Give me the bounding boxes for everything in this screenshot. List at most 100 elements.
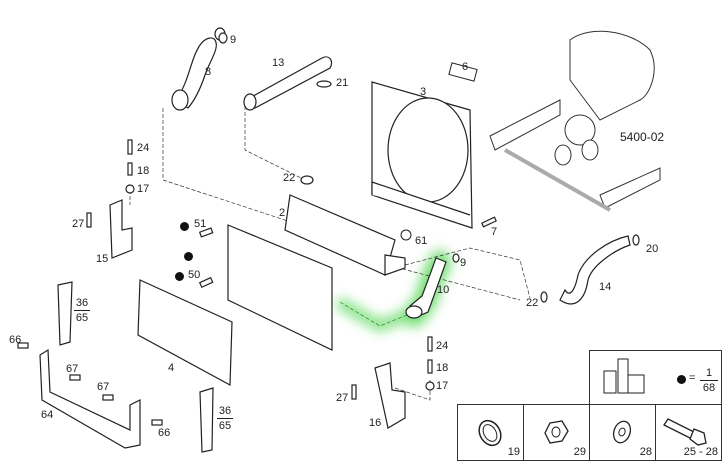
diagram-code: 5400-02: [620, 130, 665, 144]
hose-10[interactable]: [405, 257, 447, 319]
callout-16: 16: [369, 417, 382, 429]
legend-cell-bolt: 25 - 28: [655, 404, 722, 461]
legend-dot-cell: = 1 68: [589, 350, 722, 405]
fraction-num: 36: [218, 405, 232, 417]
callout-6: 6: [462, 61, 469, 73]
clamp-22-top[interactable]: [300, 175, 314, 185]
bolt-24-top[interactable]: [127, 139, 133, 155]
spacer-18-bottom[interactable]: [427, 359, 433, 374]
fraction-den: 65: [75, 312, 89, 324]
side-panel-36-65-right[interactable]: [199, 387, 214, 453]
callout-36-65-right: 36 65: [217, 405, 233, 432]
callout-66-right: 66: [158, 427, 171, 439]
clamp-22-right[interactable]: [540, 291, 548, 303]
bolt-7[interactable]: [481, 216, 497, 228]
dot-marker: [184, 252, 193, 261]
callout-17: 17: [137, 183, 150, 195]
callout-2: 2: [279, 207, 286, 219]
legend-label-19: 19: [507, 446, 520, 458]
callout-9-mid: 9: [460, 257, 467, 269]
callout-4: 4: [168, 362, 175, 374]
clip-66-right[interactable]: [151, 419, 163, 426]
part-61[interactable]: [400, 229, 412, 241]
fraction-den: 68: [702, 382, 716, 394]
dot-marker-50: [175, 272, 184, 281]
callout-66-left: 66: [9, 334, 22, 346]
clamp-9-top[interactable]: [218, 32, 228, 44]
callout-51: 51: [194, 218, 207, 230]
bracket-16[interactable]: [374, 362, 406, 429]
engine-outline: [489, 30, 661, 212]
legend-label-28: 28: [639, 446, 652, 458]
clip-67-a[interactable]: [69, 374, 81, 381]
callout-61: 61: [415, 235, 428, 247]
callout-14: 14: [599, 281, 612, 293]
plug-50[interactable]: [198, 276, 214, 289]
dot-marker-51: [180, 222, 189, 231]
clip-67-b[interactable]: [102, 394, 114, 401]
nut-icon: [544, 420, 569, 444]
bolt-27-bottom[interactable]: [351, 384, 357, 400]
fraction-den: 65: [218, 420, 232, 432]
intercooler-2[interactable]: [284, 194, 406, 276]
callout-67-a: 67: [66, 363, 79, 375]
crossmember-64[interactable]: [39, 348, 141, 449]
callout-36-65-left: 36 65: [74, 297, 90, 324]
callout-21: 21: [336, 77, 349, 89]
legend-cell-washer: 28: [589, 404, 656, 461]
washer-icon: [612, 420, 632, 444]
callout-7: 7: [491, 226, 498, 238]
callout-20: 20: [646, 243, 659, 255]
callout-50: 50: [188, 269, 201, 281]
legend-label-29: 29: [573, 446, 586, 458]
fraction-num: 36: [75, 297, 89, 309]
hose-clamp-icon: [478, 419, 502, 447]
hose-14[interactable]: [559, 235, 631, 305]
callout-27: 27: [72, 218, 85, 230]
bolt-27-top[interactable]: [86, 212, 92, 228]
clamp-20[interactable]: [632, 234, 640, 246]
callout-3: 3: [420, 86, 427, 98]
fan-shroud-3[interactable]: [371, 81, 473, 229]
callout-22: 22: [283, 172, 296, 184]
legend-cell-nut: 29: [523, 404, 590, 461]
clamp-9-mid[interactable]: [452, 253, 460, 263]
part-6-label-plate[interactable]: [448, 62, 478, 82]
hose-13[interactable]: [243, 56, 333, 111]
hose-8[interactable]: [171, 27, 226, 111]
callout-18-bottom: 18: [436, 362, 449, 374]
spacer-18-top[interactable]: [127, 162, 133, 176]
callout-64: 64: [41, 409, 54, 421]
legend-label-25-28: 25 - 28: [683, 446, 718, 458]
callout-10: 10: [437, 284, 450, 296]
callout-8: 8: [205, 66, 212, 78]
clip-66-left[interactable]: [17, 342, 29, 349]
callout-24: 24: [137, 142, 150, 154]
legend-cell-clamp: 19: [457, 404, 524, 461]
callout-24-bottom: 24: [436, 340, 449, 352]
callout-9: 9: [230, 34, 237, 46]
bolt-24-bottom[interactable]: [427, 336, 433, 352]
legend-dot: [677, 375, 686, 384]
legend-fraction: 1 68: [700, 367, 718, 394]
condenser-4[interactable]: [137, 279, 233, 386]
callout-17-bottom: 17: [436, 380, 449, 392]
bracket-15[interactable]: [109, 199, 133, 259]
bushing-17-bottom[interactable]: [425, 381, 435, 391]
plug-51[interactable]: [198, 227, 214, 238]
callout-15: 15: [96, 253, 109, 265]
radiator[interactable]: [228, 225, 333, 351]
kit-icon: [603, 358, 645, 394]
side-panel-36-65-left[interactable]: [57, 281, 73, 346]
callout-13: 13: [272, 57, 285, 69]
callout-18: 18: [137, 165, 150, 177]
callout-22-right: 22: [526, 297, 539, 309]
callout-27-bottom: 27: [336, 392, 349, 404]
fraction-num: 1: [705, 367, 713, 379]
callout-67-b: 67: [97, 381, 110, 393]
bolt-icon: [663, 418, 707, 446]
legend-equals: =: [689, 372, 696, 384]
bushing-17-top[interactable]: [125, 184, 135, 194]
